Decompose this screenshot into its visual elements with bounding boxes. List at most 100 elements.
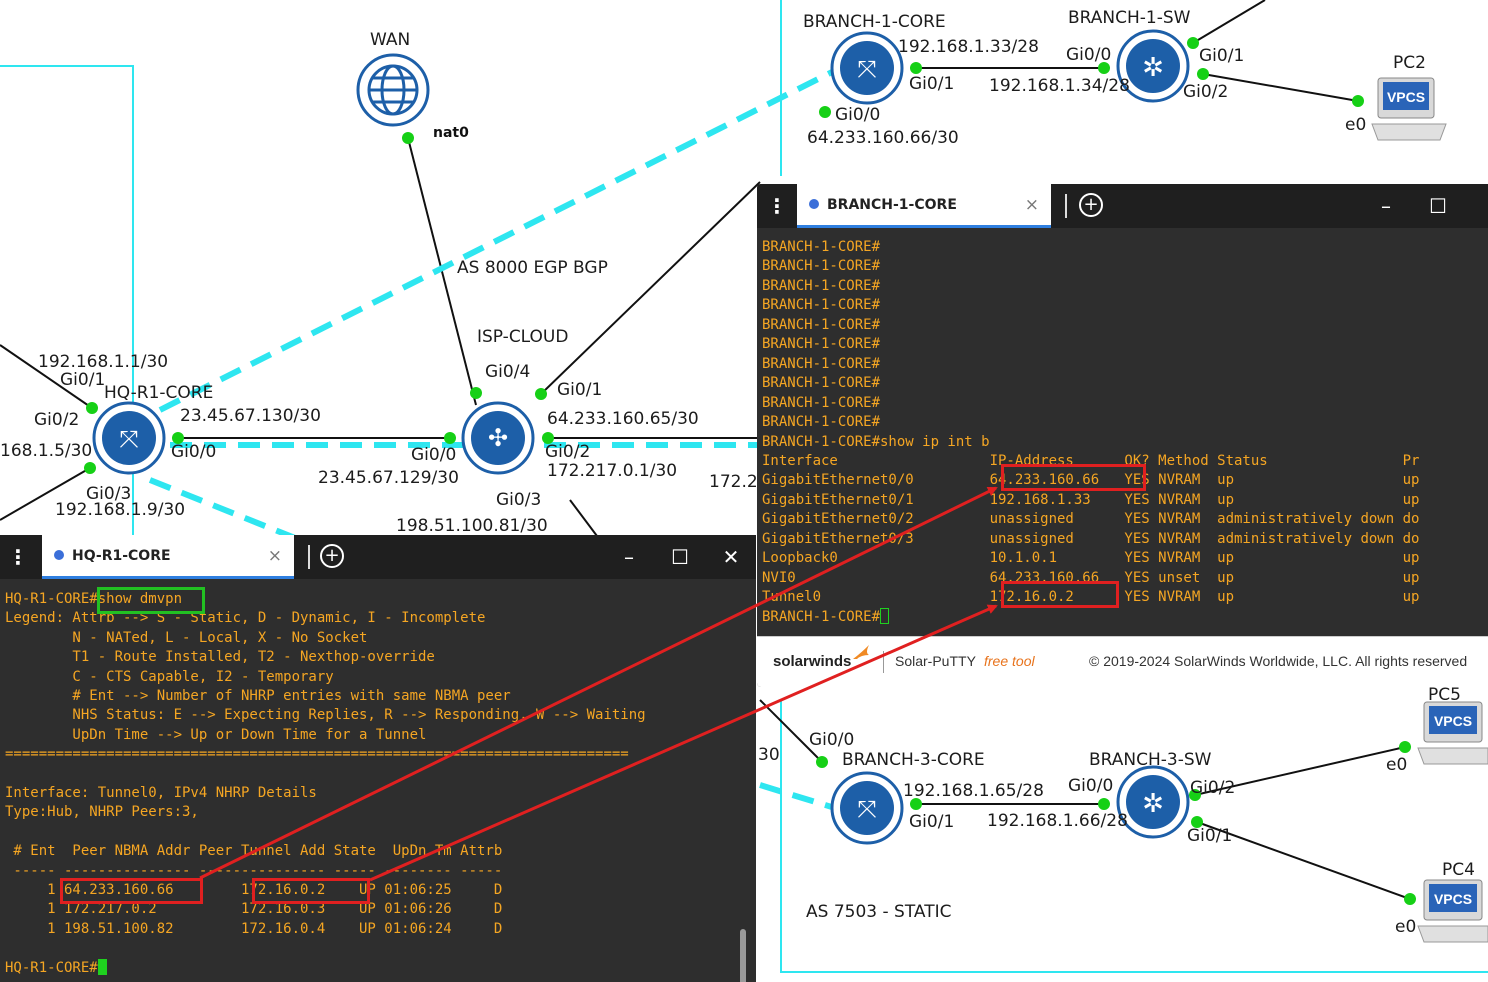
isp-gi02-label: Gi0/2: [545, 442, 590, 462]
minimize-button[interactable]: –: [1381, 194, 1391, 218]
isp-gi00-ip: 23.45.67.129/30: [318, 468, 459, 488]
copyright-text: © 2019-2024 SolarWinds Worldwide, LLC. A…: [1089, 653, 1468, 669]
pc4-badge: VPCS: [1434, 891, 1472, 907]
port-status-dots: [84, 37, 1416, 905]
add-tab-icon[interactable]: +: [320, 544, 344, 568]
b1-gi00-ip: 64.233.160.66/30: [807, 128, 959, 148]
hq-r1-core-terminal-window[interactable]: ⋮ HQ-R1-CORE × + – ☐ ✕ HQ-R1-CORE#show d…: [0, 535, 756, 982]
b1-gi01-ip: 192.168.1.33/28: [898, 37, 1039, 57]
highlight-box: [1001, 581, 1119, 608]
add-tab-icon[interactable]: +: [1079, 193, 1103, 217]
terminal-line: BRANCH-1-CORE#: [762, 258, 881, 275]
terminal-prompt[interactable]: BRANCH-1-CORE#: [762, 607, 890, 627]
pc4-label: PC4: [1442, 860, 1475, 880]
terminal-line: BRANCH-1-CORE#: [762, 375, 881, 392]
isp-cloud-router[interactable]: ✣ ISP-CLOUD: [461, 327, 568, 475]
maximize-button[interactable]: ☐: [1429, 194, 1447, 218]
tab-hq-r1-core[interactable]: HQ-R1-CORE ×: [42, 535, 294, 579]
terminal-line: NHS Status: E --> Expecting Replies, R -…: [5, 707, 646, 724]
bgp-label: AS 8000 EGP BGP: [457, 258, 608, 278]
solarwinds-flame-icon: [853, 645, 869, 659]
terminal-line: BRANCH-1-CORE#: [762, 316, 881, 333]
terminal-screen[interactable]: BRANCH-1-CORE# BRANCH-1-CORE# BRANCH-1-COR…: [757, 228, 1488, 637]
hq-gi01-label: Gi0/1: [60, 370, 105, 390]
command-highlight-box: [97, 587, 205, 614]
hq-label: HQ-R1-CORE: [104, 383, 213, 403]
branch3-sw-label: BRANCH-3-SW: [1089, 750, 1212, 770]
wan-label: WAN: [370, 30, 410, 50]
terminal-line: N - NATed, L - Local, X - No Socket: [5, 629, 368, 646]
tab-title: BRANCH-1-CORE: [827, 197, 957, 213]
pc4-port: e0: [1395, 917, 1416, 937]
terminal-line: GigabitEthernet0/3 unassigned YES NVRAM …: [762, 530, 1420, 547]
pc5-node[interactable]: PC5 VPCS e0: [1386, 685, 1488, 775]
branch1-switch[interactable]: ✲ BRANCH-1-SW: [1068, 8, 1191, 103]
highlight-box: [60, 878, 203, 904]
b3sw-gi00-label: Gi0/0: [1068, 776, 1113, 796]
solarwinds-footer: solarwinds Solar-PuTTY free tool © 2019-…: [757, 636, 1488, 687]
terminal-line: BRANCH-1-CORE#: [762, 394, 881, 411]
branch3-core-label: BRANCH-3-CORE: [842, 750, 985, 770]
minimize-button[interactable]: –: [624, 545, 634, 569]
svg-text:⤧: ⤧: [857, 795, 876, 823]
terminal-line: C - CTS Capable, I2 - Temporary: [5, 668, 334, 685]
free-tool-label: free tool: [984, 653, 1035, 669]
hq-gi02-ip: 168.1.5/30: [0, 441, 92, 461]
terminal-tab-bar: ⋮ HQ-R1-CORE × + – ☐ ✕: [0, 535, 756, 579]
hq-gi03-ip: 192.168.1.9/30: [55, 500, 185, 520]
svg-text:✲: ✲: [1142, 53, 1164, 83]
svg-text:✲: ✲: [1142, 789, 1164, 819]
branch1-core-router[interactable]: ⤧ BRANCH-1-CORE: [803, 12, 946, 105]
terminal-tab-bar: ⋮ BRANCH-1-CORE × + – ☐: [757, 184, 1488, 228]
hq-gi01-ip: 192.168.1.1/30: [38, 352, 168, 372]
menu-kebab-icon[interactable]: ⋮: [767, 194, 787, 218]
highlight-box: [1001, 464, 1146, 491]
isp-gi01-label: Gi0/1: [557, 380, 602, 400]
terminal-line: BRANCH-1-CORE#: [762, 277, 881, 294]
terminal-line: Loopback0 10.1.0.1 YES NVRAM up up: [762, 550, 1420, 567]
b3sw-gi00-ip: 192.168.1.66/28: [987, 811, 1128, 831]
tab-close-icon[interactable]: ×: [1024, 195, 1039, 215]
b3sw-gi01-label: Gi0/1: [1187, 826, 1232, 846]
terminal-prompt[interactable]: HQ-R1-CORE#: [5, 958, 107, 978]
tab-branch1-core[interactable]: BRANCH-1-CORE ×: [797, 184, 1051, 228]
terminal-line: Legend: Attrb --> S - Static, D - Dynami…: [5, 610, 486, 627]
wan-node[interactable]: WAN nat0: [356, 30, 469, 141]
menu-kebab-icon[interactable]: ⋮: [8, 545, 28, 569]
terminal-line: BRANCH-1-CORE#: [762, 414, 881, 431]
branch1-core-terminal-window[interactable]: ⋮ BRANCH-1-CORE × + – ☐ BRANCH-1-CORE#BR…: [757, 184, 1488, 687]
solarwinds-logo: solarwinds: [773, 653, 852, 670]
b3-gi01-label: Gi0/1: [909, 812, 954, 832]
pc2-node[interactable]: PC2 VPCS e0: [1345, 53, 1447, 141]
highlight-box: [252, 878, 370, 904]
terminal-cursor: [880, 607, 890, 624]
b1-gi00-label: Gi0/0: [835, 105, 880, 125]
isp-gi01-ip: 64.233.160.65/30: [547, 409, 699, 429]
scrollbar[interactable]: [740, 929, 746, 982]
b1sw-gi02-label: Gi0/2: [1183, 82, 1228, 102]
tab-close-icon[interactable]: ×: [267, 546, 282, 566]
svg-text:⤧: ⤧: [857, 55, 876, 83]
pc4-node[interactable]: PC4 VPCS e0: [1395, 860, 1488, 943]
tab-title: HQ-R1-CORE: [72, 548, 171, 564]
terminal-line: BRANCH-1-CORE#: [762, 336, 881, 353]
terminal-line: Interface: Tunnel0, IPv4 NHRP Details: [5, 785, 317, 801]
window-close-button[interactable]: ✕: [722, 545, 740, 569]
isp-label: ISP-CLOUD: [477, 327, 568, 347]
session-status-icon: [809, 199, 819, 209]
wan-port-label: nat0: [433, 125, 469, 141]
terminal-cursor: [97, 958, 107, 975]
terminal-line: # Ent --> Number of NHRP entries with sa…: [5, 688, 511, 704]
footer-divider: [883, 651, 884, 673]
isp-gi03-label: Gi0/3: [496, 490, 541, 510]
terminal-line: Type:Hub, NHRP Peers:3,: [5, 804, 199, 821]
maximize-button[interactable]: ☐: [671, 545, 689, 569]
b1sw-gi01-label: Gi0/1: [1199, 46, 1244, 66]
pc5-badge: VPCS: [1434, 713, 1472, 729]
left-region-outline: [0, 65, 134, 540]
branch3-switch[interactable]: ✲ BRANCH-3-SW: [1089, 750, 1212, 839]
hq-r1-core-router[interactable]: ⤧ HQ-R1-CORE: [92, 383, 213, 475]
isp-gi00-label: Gi0/0: [411, 445, 456, 465]
